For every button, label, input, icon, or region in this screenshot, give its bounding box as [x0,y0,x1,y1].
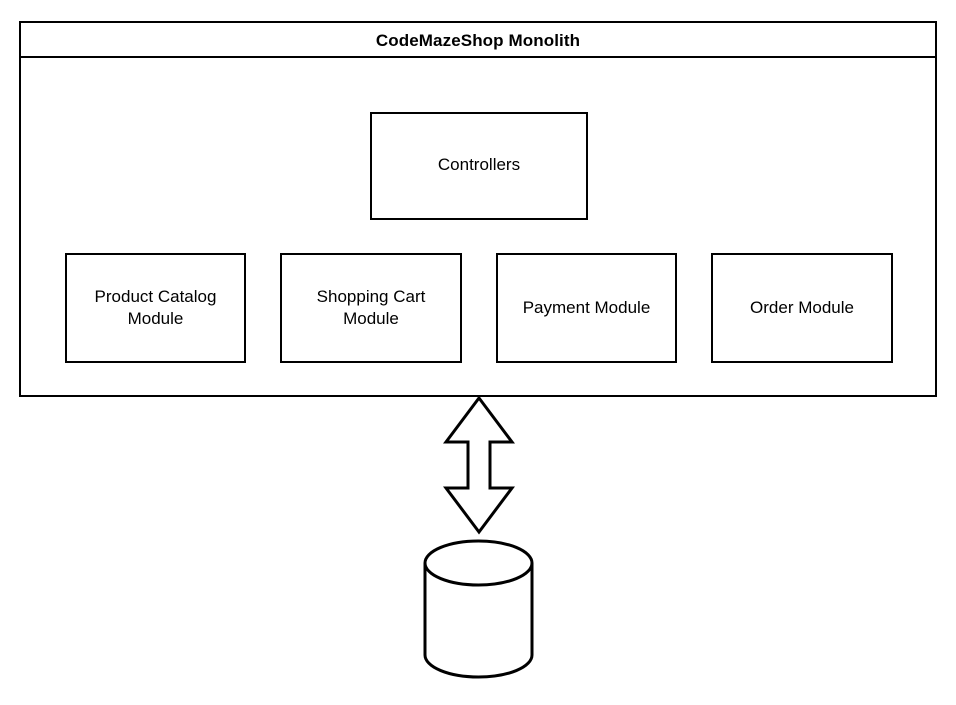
module-box-shopping-cart: Shopping Cart Module [280,253,462,363]
controllers-box: Controllers [370,112,588,220]
module-label: Payment Module [522,297,651,317]
controllers-label: Controllers [437,155,521,174]
module-box-order: Order Module [711,253,893,363]
module-box-product-catalog: Product Catalog Module [65,253,246,363]
module-label: Order Module [750,297,854,317]
module-label: Product Catalog Module [94,286,217,328]
database-cylinder-icon [423,539,534,679]
bidirectional-arrow-icon [443,395,515,535]
module-box-payment: Payment Module [496,253,677,363]
module-label: Shopping Cart Module [316,286,426,328]
monolith-title: CodeMazeShop Monolith [21,23,935,58]
